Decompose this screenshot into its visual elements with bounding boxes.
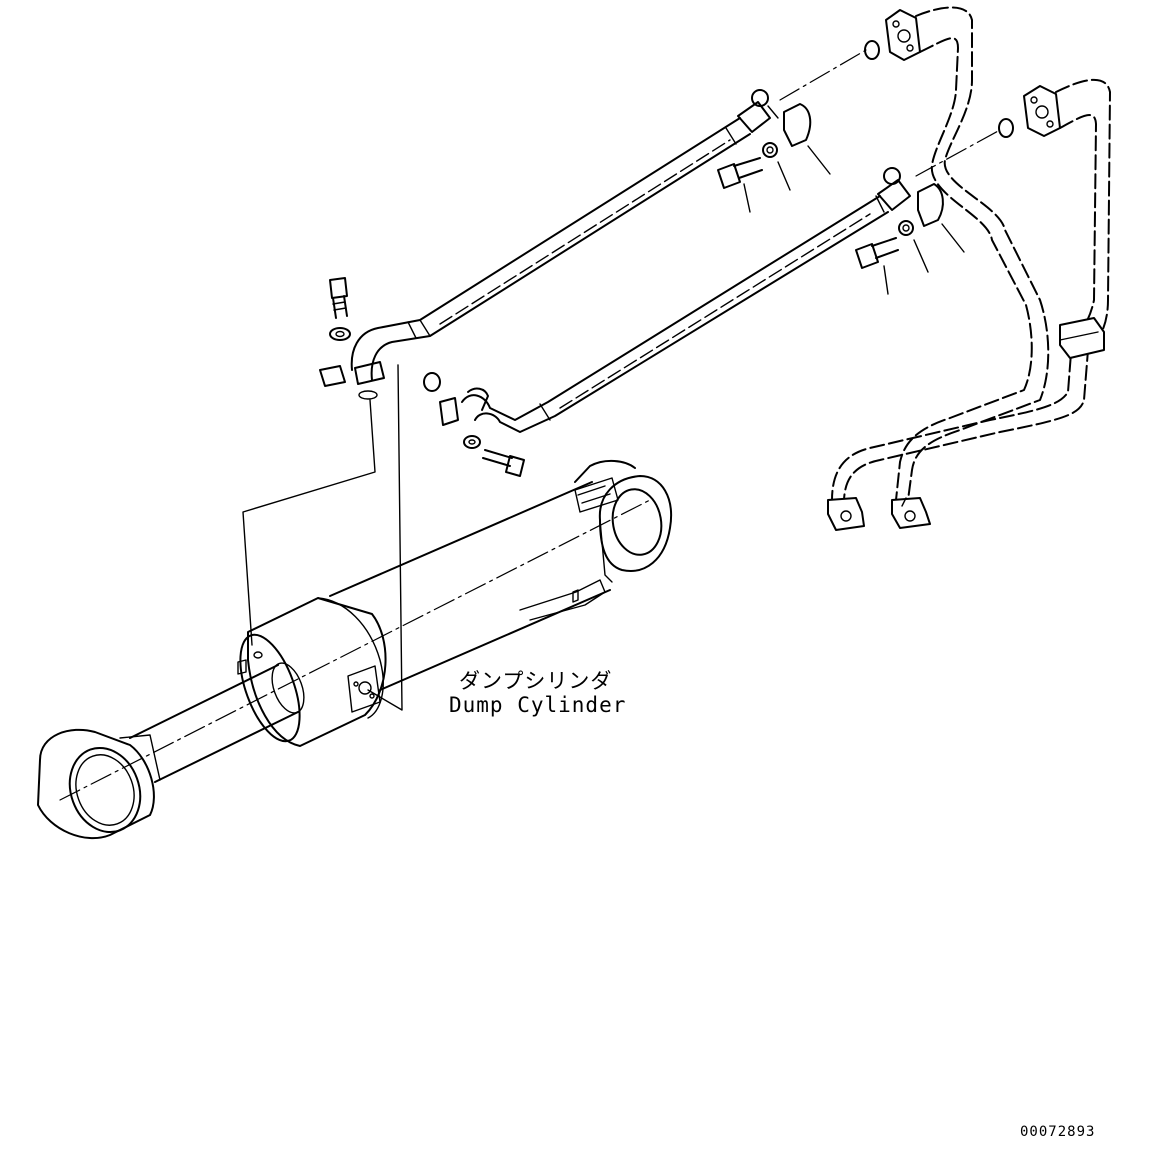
bolt-icon — [482, 449, 525, 477]
rod-eye — [37, 728, 161, 840]
o-ring-icon — [998, 118, 1014, 138]
callout-leader — [807, 145, 831, 175]
part-label-english: Dump Cylinder — [449, 693, 627, 717]
split-flange-icon — [319, 365, 346, 387]
piston-rod — [129, 662, 305, 783]
drawing-number: 00072893 — [1020, 1124, 1096, 1140]
cylinder-barrel — [329, 481, 611, 691]
cylinder-head — [237, 597, 387, 747]
washer-icon — [898, 220, 914, 236]
callout-leader — [743, 183, 751, 213]
o-ring-icon — [358, 390, 378, 400]
hose-upper — [350, 89, 779, 381]
leader-lines — [242, 364, 403, 711]
head-port-fittings — [319, 277, 385, 400]
frame-pipe-b — [827, 78, 1111, 531]
split-flange-icon — [354, 361, 385, 385]
split-flange-icon — [783, 103, 812, 147]
callout-leader — [777, 161, 791, 191]
lower-hose-flange-parts — [855, 129, 1001, 295]
split-flange-icon — [917, 183, 944, 227]
hose-lower — [461, 167, 911, 433]
part-label-japanese: ダンプシリンダ — [459, 669, 613, 693]
dump-cylinder — [37, 460, 673, 840]
upper-hose-flange-parts — [717, 49, 867, 213]
callout-leader — [941, 223, 965, 253]
bottom-port-fittings — [423, 372, 525, 477]
callout-leader — [913, 239, 929, 273]
split-flange-icon — [439, 397, 459, 426]
frame-pipe-a — [864, 6, 1050, 529]
bolt-icon — [329, 277, 348, 319]
bolt-icon — [855, 237, 899, 269]
callout-leader — [883, 265, 889, 295]
o-ring-icon — [864, 40, 880, 60]
washer-icon — [463, 435, 481, 449]
cylinder-centerline — [59, 499, 651, 801]
washer-icon — [762, 142, 778, 158]
washer-icon — [329, 327, 351, 341]
o-ring-icon — [423, 372, 441, 392]
bolt-icon — [717, 157, 763, 189]
cylinder-bottom-eye — [574, 460, 673, 583]
